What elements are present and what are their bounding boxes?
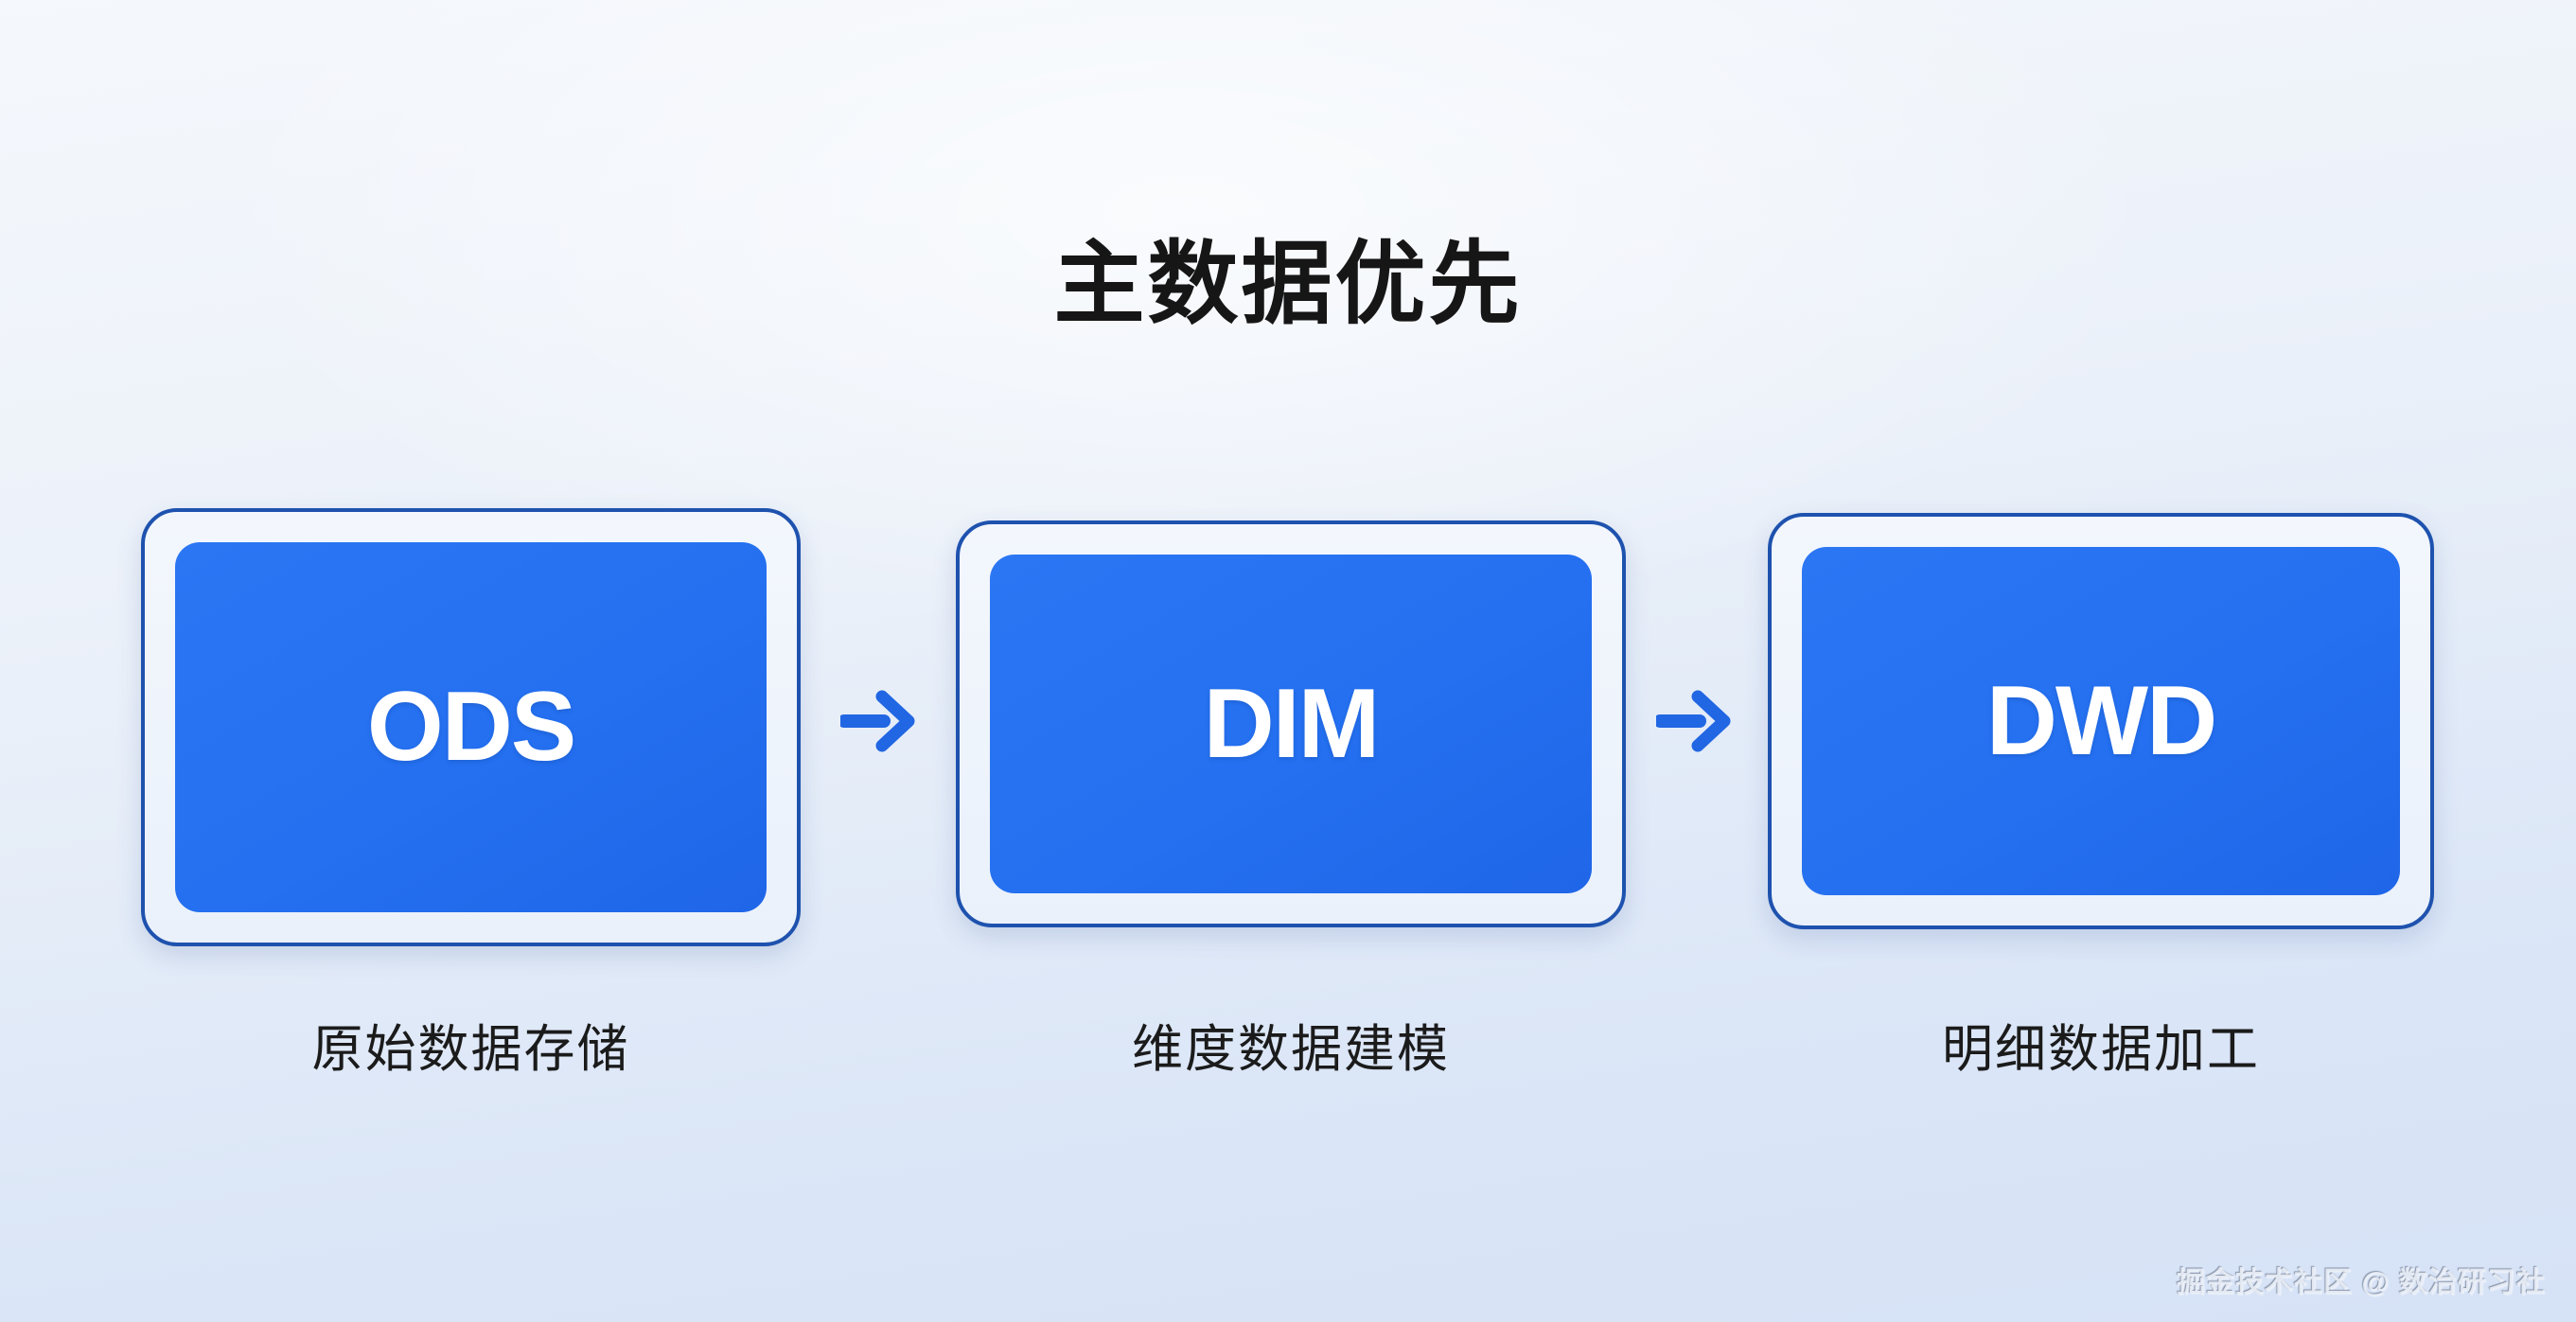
node-code-label: ODS	[366, 672, 576, 782]
node-caption-dim: 维度数据建模	[1132, 1021, 1450, 1078]
flow-node-dim: DIM	[956, 520, 1626, 927]
arrow-right-icon	[1656, 690, 1731, 752]
node-panel: ODS	[175, 542, 767, 912]
node-caption-dwd: 明细数据加工	[1942, 1021, 2260, 1078]
arrow-right-icon	[840, 690, 915, 752]
node-caption-ods: 原始数据存储	[311, 1021, 630, 1078]
page-title: 主数据优先	[1053, 234, 1523, 335]
node-code-label: DWD	[1985, 665, 2217, 776]
node-code-label: DIM	[1203, 668, 1381, 779]
node-panel: DWD	[1802, 547, 2400, 895]
node-panel: DIM	[990, 555, 1592, 893]
watermark: 掘金技术社区 @ 数治研习社	[2177, 1267, 2546, 1298]
flow-node-dwd: DWD	[1768, 513, 2434, 929]
flow-node-ods: ODS	[141, 508, 801, 946]
